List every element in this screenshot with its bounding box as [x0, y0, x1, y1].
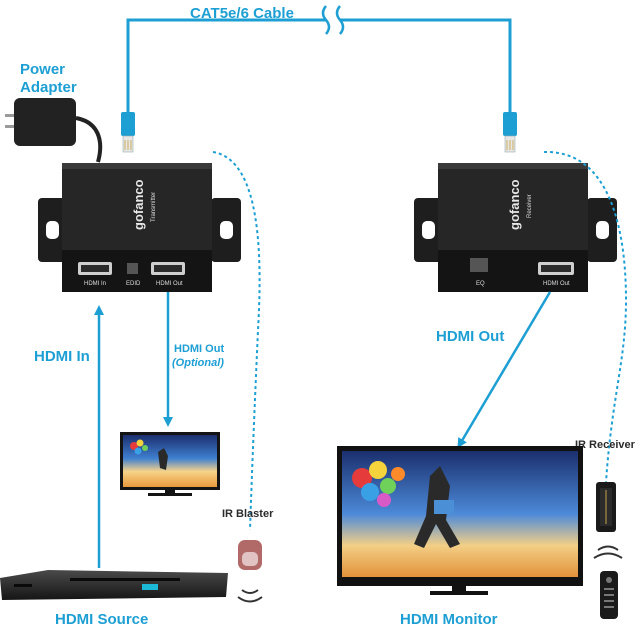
hdmi-monitor-tv-icon	[337, 446, 583, 595]
rj45-plug-right-icon	[503, 112, 517, 153]
tx-port-out-label: HDMI Out	[156, 281, 183, 287]
rx-brand-logo: gofanco	[507, 179, 522, 230]
rx-model-label: Receiver	[527, 194, 533, 218]
power-adapter-label-line1: Power	[20, 61, 65, 78]
hdmi-out-receiver-label: HDMI Out	[436, 328, 504, 345]
cable-break-mark-left	[321, 5, 331, 35]
tx-port-edid-label: EDID	[126, 281, 141, 287]
ir-receiver-label: IR Receiver	[575, 439, 636, 451]
ir-blaster-label: IR Blaster	[222, 508, 274, 520]
receiver-device	[414, 163, 617, 292]
tx-port-in-label: HDMI In	[84, 281, 106, 287]
transmitter-device	[38, 163, 241, 292]
tx-model-label: Transmitter	[151, 192, 157, 222]
cable-label: CAT5e/6 Cable	[190, 5, 294, 22]
power-adapter-label-line2: Adapter	[20, 79, 77, 96]
rj45-plug-left-icon	[121, 112, 135, 153]
ir-blaster-icon	[237, 540, 263, 603]
hdmi-source-dvd-player-icon	[0, 570, 228, 600]
hdmi-out-receiver-arrow	[457, 291, 552, 449]
cable-break-mark-right	[335, 5, 345, 35]
hdmi-monitor-label: HDMI Monitor	[400, 611, 498, 626]
tx-edid-switch	[127, 263, 138, 274]
small-tv-icon	[120, 432, 220, 496]
tx-brand-logo: gofanco	[131, 179, 146, 230]
hdmi-in-label: HDMI In	[34, 348, 90, 365]
rx-port-eq-label: EQ	[476, 281, 485, 287]
ir-receiver-cable	[543, 150, 628, 483]
rx-eq-switch	[470, 258, 488, 272]
rx-port-out-label: HDMI Out	[543, 281, 570, 287]
hdmi-source-label: HDMI Source	[55, 611, 148, 626]
ir-receiver-icon	[593, 482, 623, 559]
hdmi-out-optional-label-line1: HDMI Out	[174, 343, 224, 355]
cat-cable	[121, 5, 517, 153]
power-adapter-icon	[5, 98, 103, 163]
remote-control-icon	[600, 571, 618, 619]
hdmi-out-optional-label-line2: (Optional)	[172, 357, 224, 369]
